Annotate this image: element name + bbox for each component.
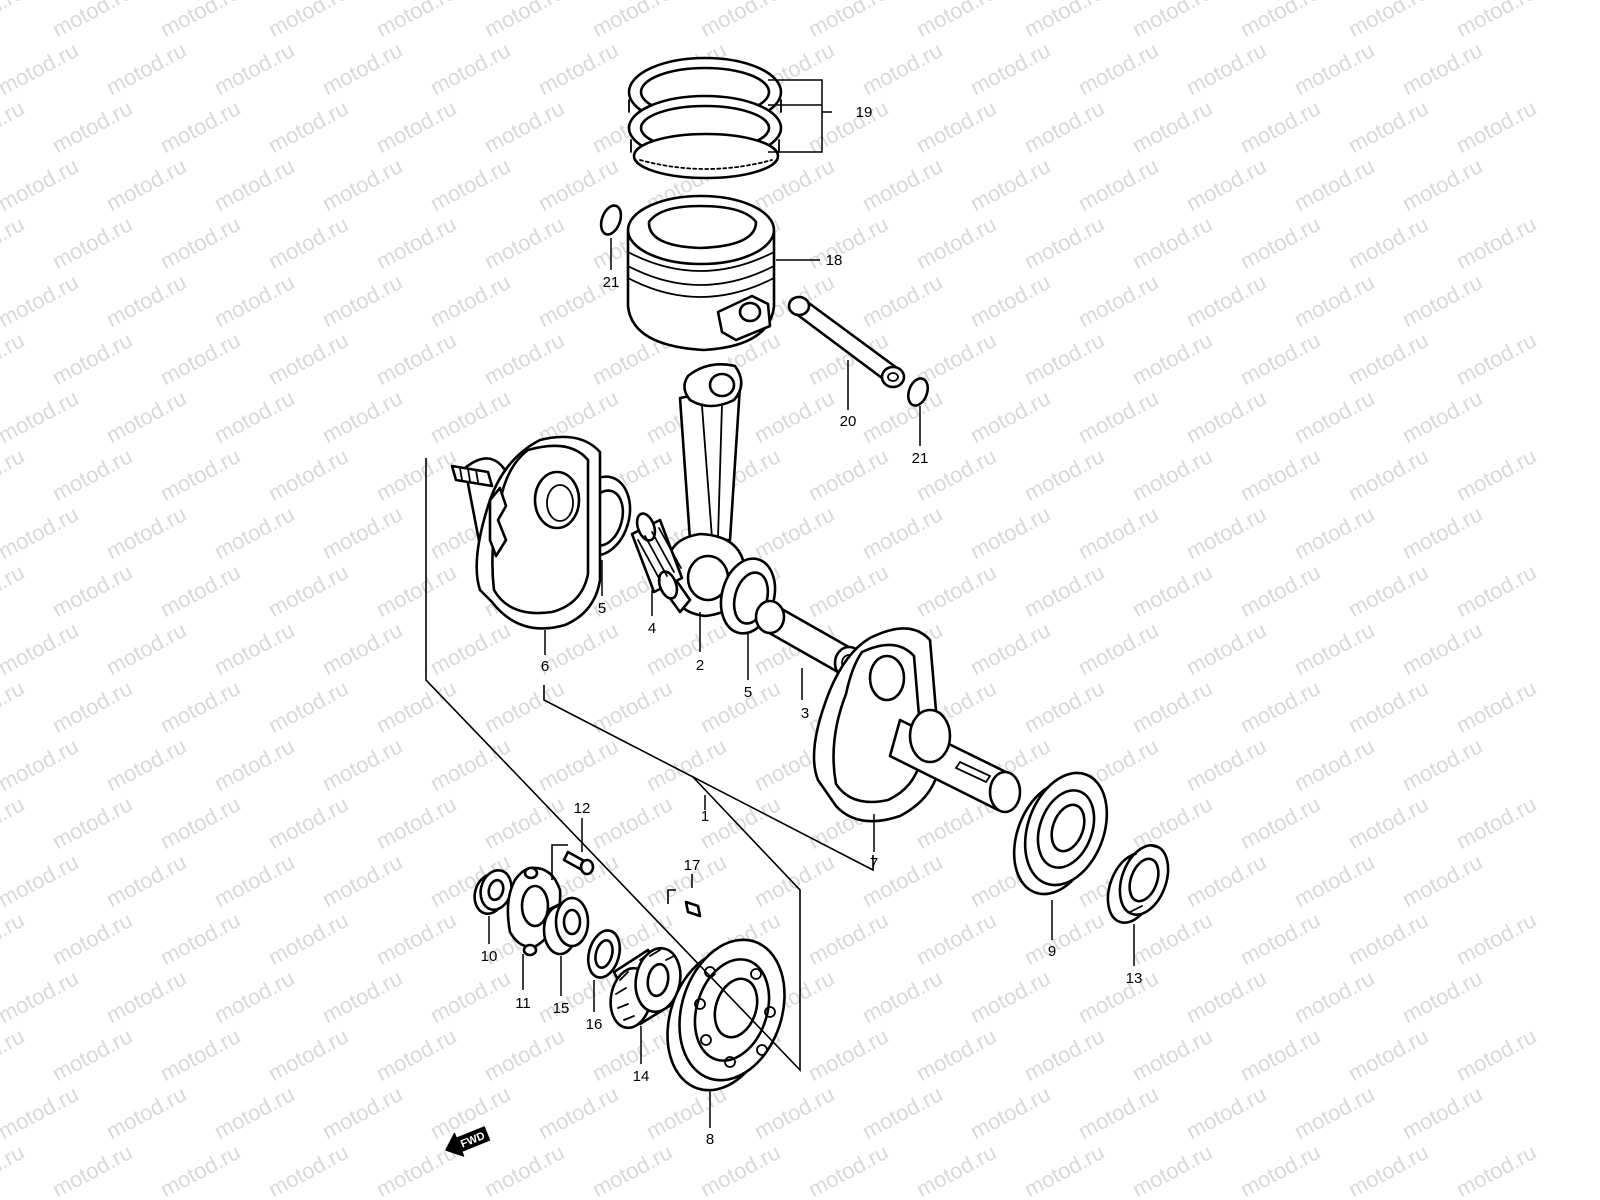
crank-pin-needle-bearing [630,512,684,600]
spacer [542,896,590,956]
callout-labels: 1 2 3 4 5 5 6 7 8 9 10 11 12 13 14 15 16… [481,104,1143,1148]
arrow-icon [445,1126,491,1157]
callout-8: 8 [706,1131,714,1148]
callout-5-left: 5 [598,600,606,617]
callout-15: 15 [553,1000,570,1017]
crankshaft-drive-gear [609,946,682,1030]
right-main-bearing [1012,771,1109,896]
crankshaft-nut [1106,844,1170,924]
callout-leaders [488,79,1135,1128]
callout-9: 9 [1048,943,1056,960]
forward-direction-arrow: FWD [445,1126,491,1157]
woodruff-key [684,900,702,918]
piston-pin [787,295,906,389]
callout-5-right: 5 [744,684,752,701]
callout-3: 3 [801,705,809,722]
crankshaft-left-web [450,435,602,630]
callout-13: 13 [1126,970,1143,987]
callout-16: 16 [586,1016,603,1033]
callout-7: 7 [870,855,878,872]
callout-10: 10 [481,948,498,965]
crankshaft-right-web [812,627,1022,823]
plate-screw [562,850,595,876]
left-main-bearing [666,938,786,1092]
callout-2: 2 [696,657,704,674]
callout-18: 18 [826,252,843,269]
crankshaft-assembly-bracket [425,458,874,1072]
piston [626,194,776,352]
callout-4: 4 [648,620,656,637]
piston-pin-circlip-left [599,204,623,236]
callout-21-right: 21 [912,450,929,467]
piston-rings [627,56,783,180]
callout-21-left: 21 [603,274,620,291]
piston-pin-circlip-right [906,377,930,407]
callout-19: 19 [856,104,873,121]
washer [586,929,622,979]
callout-12: 12 [574,800,591,817]
callout-17: 17 [684,857,701,874]
callout-6: 6 [541,658,549,675]
callout-20: 20 [840,413,857,430]
callout-11: 11 [515,995,531,1012]
callout-14: 14 [633,1068,650,1085]
callout-1: 1 [701,808,709,825]
